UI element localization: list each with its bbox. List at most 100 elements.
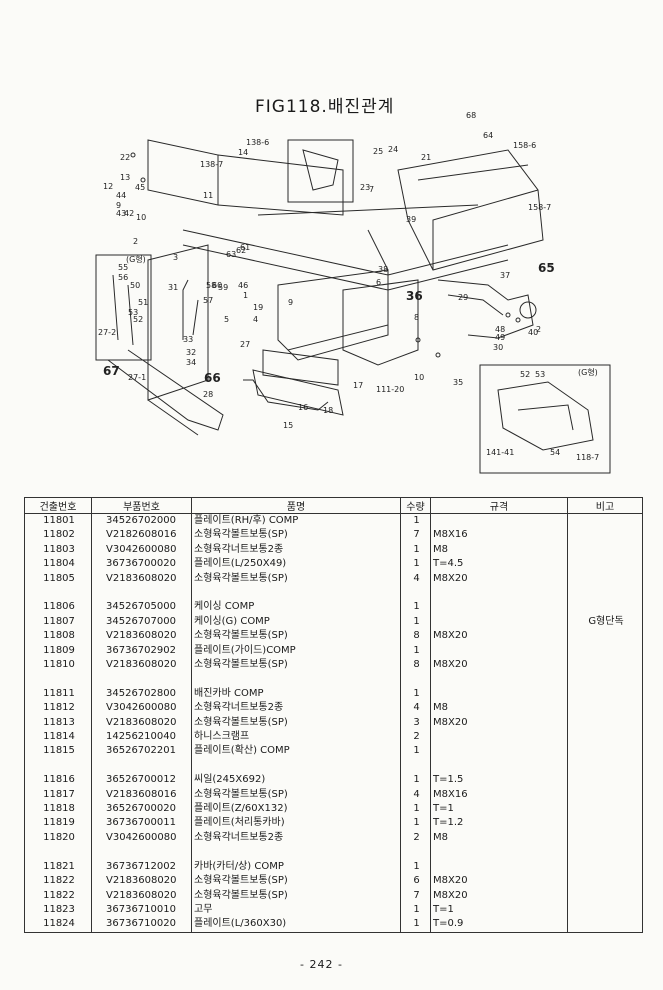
part-no-cell: 36736710010: [91, 902, 192, 918]
callout-label: 21: [421, 153, 431, 162]
spacer-row: [24, 758, 643, 774]
spec-cell: T=1.2: [430, 816, 568, 831]
spacer-cell: [24, 758, 92, 774]
part-no-cell: 34526705000: [91, 600, 192, 615]
callout-label: 25: [373, 147, 383, 156]
callout-label: 67: [103, 364, 120, 378]
callout-label: 30: [493, 343, 503, 352]
spacer-row: [24, 845, 643, 860]
callout-label: 138-7: [200, 160, 223, 169]
ref-no-cell: 11821: [24, 859, 92, 875]
callout-label: (G형): [126, 255, 146, 264]
ref-no-cell: 11822: [24, 874, 92, 889]
callout-label: 18: [323, 406, 333, 415]
table-header-row: 건출번호 부품번호 품명 수량 규격 비고: [24, 497, 643, 514]
callout-label: 14: [238, 148, 248, 157]
spacer-cell: [430, 758, 568, 774]
spec-cell: M8X20: [430, 571, 568, 587]
spacer-cell: [191, 672, 401, 687]
part-name-cell: 소형육각볼트보통(SP): [191, 715, 401, 731]
remarks-cell: [567, 571, 643, 587]
callout-label: 48: [495, 325, 505, 334]
spec-cell: [430, 513, 568, 529]
figure-title: FIG118.배진관계: [255, 97, 395, 117]
spacer-cell: [191, 586, 401, 601]
callout-label: 66: [204, 371, 221, 385]
callout-label: 35: [453, 378, 463, 387]
qty-cell: 4: [400, 787, 431, 803]
remarks-cell: [567, 658, 643, 673]
qty-cell: 1: [400, 902, 431, 918]
callout-label: 24: [388, 145, 398, 154]
callout-label: 5: [224, 315, 229, 324]
part-no-cell: V2183608016: [91, 787, 192, 803]
callout-label: 40: [528, 328, 538, 337]
remarks-cell: [567, 744, 643, 759]
ref-no-cell: 11816: [24, 773, 92, 788]
part-no-cell: 36736700020: [91, 557, 192, 572]
spacer-cell: [400, 672, 431, 687]
column-header-spec: 규격: [430, 497, 568, 514]
part-no-cell: 34526702000: [91, 513, 192, 529]
column-header-part-no: 부품번호: [91, 497, 192, 514]
remarks-cell: [567, 816, 643, 831]
part-name-cell: 소형육각볼트보통(SP): [191, 787, 401, 803]
qty-cell: 2: [400, 730, 431, 745]
ref-no-cell: 11815: [24, 744, 92, 759]
callout-label: 27: [240, 340, 250, 349]
remarks-cell: [567, 513, 643, 529]
spacer-cell: [24, 672, 92, 687]
ref-no-cell: 11814: [24, 730, 92, 745]
remarks-cell: [567, 701, 643, 716]
spacer-cell: [567, 586, 643, 601]
ref-no-cell: 11820: [24, 830, 92, 846]
remarks-cell: [567, 557, 643, 572]
part-no-cell: V2183608020: [91, 629, 192, 644]
ref-no-cell: 11807: [24, 614, 92, 630]
callout-label: 68: [466, 111, 476, 120]
spacer-cell: [567, 758, 643, 774]
qty-cell: 8: [400, 658, 431, 673]
part-name-cell: 소형육각볼트보통(SP): [191, 888, 401, 903]
ref-no-cell: 11803: [24, 542, 92, 558]
qty-cell: 1: [400, 686, 431, 702]
callout-label: 141-41: [486, 448, 514, 457]
qty-cell: 7: [400, 888, 431, 903]
remarks-cell: [567, 859, 643, 875]
spacer-cell: [430, 672, 568, 687]
spec-cell: T=1: [430, 802, 568, 817]
callout-label: 49: [495, 333, 505, 342]
remarks-cell: [567, 888, 643, 903]
ref-no-cell: 11801: [24, 513, 92, 529]
part-name-cell: 소형육각볼트보통(SP): [191, 629, 401, 644]
qty-cell: 1: [400, 643, 431, 659]
callout-label: 11: [203, 191, 213, 200]
part-no-cell: 34526702800: [91, 686, 192, 702]
callout-label: 2: [133, 237, 138, 246]
spacer-cell: [400, 845, 431, 860]
part-no-cell: 36526700020: [91, 802, 192, 817]
callout-label: 65: [538, 261, 555, 275]
callout-label: 9: [116, 201, 121, 210]
remarks-cell: [567, 773, 643, 788]
part-name-cell: 고무: [191, 902, 401, 918]
callout-label: 9: [288, 298, 293, 307]
callout-label: 39: [406, 215, 416, 224]
part-name-cell: 플레이트(확산) COMP: [191, 744, 401, 759]
ref-no-cell: 11817: [24, 787, 92, 803]
part-no-cell: 36736702902: [91, 643, 192, 659]
callout-label: 53: [535, 370, 545, 379]
callout-label: 36: [406, 289, 423, 303]
part-name-cell: 플레이트(가이드)COMP: [191, 643, 401, 659]
qty-cell: 8: [400, 629, 431, 644]
callout-label: 27-2: [98, 328, 116, 337]
remarks-cell: [567, 643, 643, 659]
qty-cell: 1: [400, 917, 431, 933]
